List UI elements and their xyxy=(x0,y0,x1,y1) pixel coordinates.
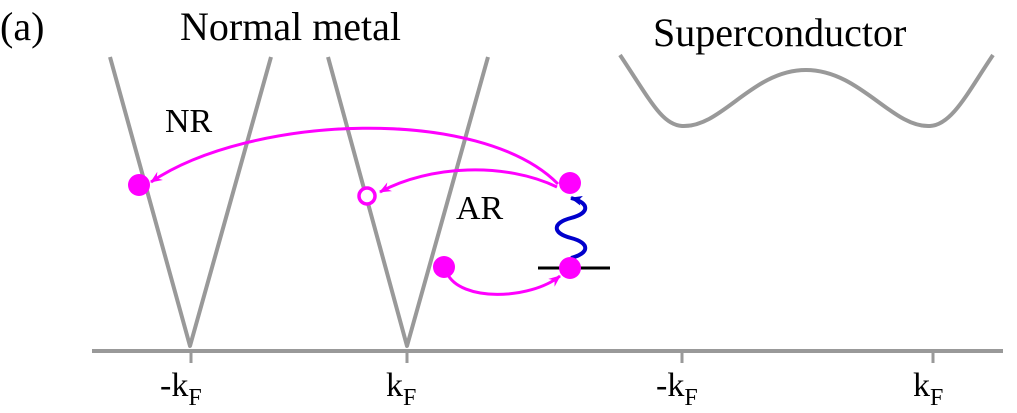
superconductor-title: Superconductor xyxy=(653,10,906,55)
tick-label-nm-neg-kf: -kF xyxy=(160,367,202,411)
ar-label: AR xyxy=(456,190,504,227)
tick-label-sc-pos-kf: kF xyxy=(913,367,943,411)
tick-label-sc-neg-kf: -kF xyxy=(656,367,698,411)
nr-arrow xyxy=(150,126,560,186)
particle-nr-final xyxy=(128,174,150,196)
incoming-arrow xyxy=(445,272,561,296)
hole-ar-final xyxy=(357,186,377,206)
photon-wave xyxy=(554,195,588,260)
sc-band xyxy=(618,53,995,129)
particle-bound xyxy=(559,257,581,279)
normal-metal-title: Normal metal xyxy=(180,4,401,49)
tick-label-nm-pos-kf: kF xyxy=(386,367,416,411)
nm-band-right-cone xyxy=(326,56,490,348)
particle-excited xyxy=(559,172,581,194)
panel-label: (a) xyxy=(0,4,44,49)
nr-label: NR xyxy=(165,103,213,140)
ar-arrow xyxy=(379,168,558,194)
particle-incoming xyxy=(433,256,455,278)
nm-band-left-cone xyxy=(108,56,273,348)
